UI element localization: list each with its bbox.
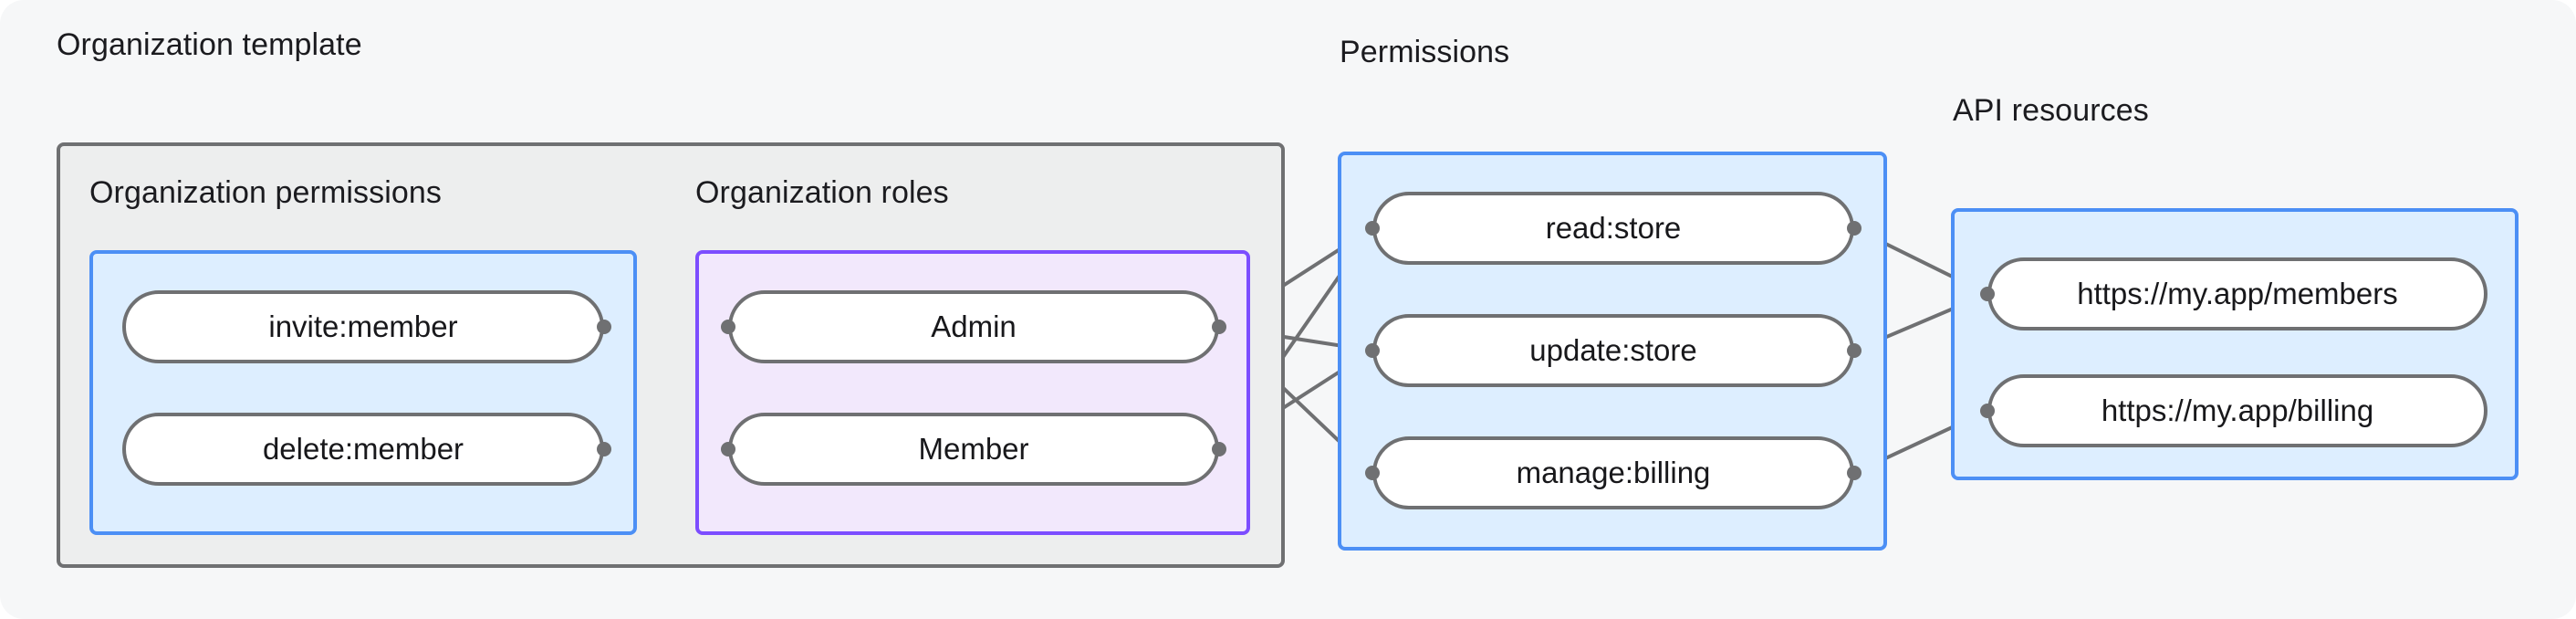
- connection-port-manage-billing-right[interactable]: [1847, 466, 1862, 480]
- connection-port-invite-member-right[interactable]: [597, 320, 611, 334]
- node-admin[interactable]: Admin: [728, 290, 1219, 363]
- connection-port-member-right[interactable]: [1212, 442, 1226, 456]
- connection-port-update-store-right[interactable]: [1847, 343, 1862, 358]
- node-manage-billing[interactable]: manage:billing: [1372, 436, 1854, 509]
- node-members-url[interactable]: https://my.app/members: [1987, 257, 2487, 330]
- group-label-permissions: Permissions: [1340, 35, 1510, 69]
- group-label-api-resources: API resources: [1953, 93, 2149, 128]
- connection-port-read-store-left[interactable]: [1365, 221, 1380, 236]
- node-update-store[interactable]: update:store: [1372, 314, 1854, 387]
- group-label-organization-template: Organization template: [57, 27, 362, 62]
- node-billing-url[interactable]: https://my.app/billing: [1987, 374, 2487, 447]
- node-read-store[interactable]: read:store: [1372, 192, 1854, 265]
- node-member[interactable]: Member: [728, 413, 1219, 486]
- node-delete-member[interactable]: delete:member: [122, 413, 604, 486]
- connection-port-billing-url-left[interactable]: [1980, 404, 1995, 418]
- connection-port-manage-billing-left[interactable]: [1365, 466, 1380, 480]
- connection-port-member-left[interactable]: [721, 442, 735, 456]
- group-label-organization-roles: Organization roles: [695, 175, 949, 210]
- connection-port-delete-member-right[interactable]: [597, 442, 611, 456]
- node-invite-member[interactable]: invite:member: [122, 290, 604, 363]
- connection-port-read-store-right[interactable]: [1847, 221, 1862, 236]
- group-label-organization-permissions: Organization permissions: [89, 175, 443, 210]
- connection-port-admin-left[interactable]: [721, 320, 735, 334]
- connection-port-admin-right[interactable]: [1212, 320, 1226, 334]
- connection-port-update-store-left[interactable]: [1365, 343, 1380, 358]
- connection-port-members-url-left[interactable]: [1980, 287, 1995, 301]
